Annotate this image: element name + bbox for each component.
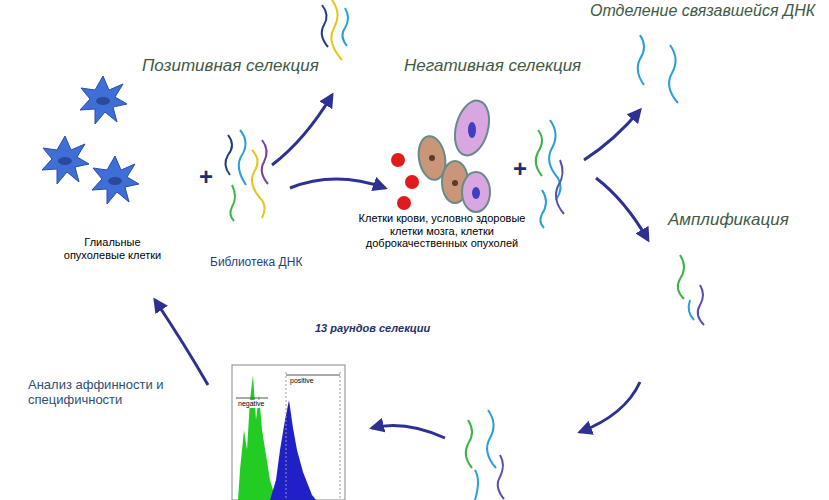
stage-title: Амплификация bbox=[668, 210, 818, 230]
cell-label: Глиальные опухолевые клетки bbox=[55, 236, 170, 261]
library-label: Библиотека ДНК bbox=[210, 256, 340, 270]
histogram bbox=[232, 365, 345, 500]
dna-strands bbox=[466, 410, 504, 500]
stage-title: Отделение связавшейся ДНК bbox=[590, 2, 826, 20]
stage-title: Негативная селекция bbox=[404, 56, 604, 76]
dna-library bbox=[225, 130, 268, 221]
dna-strands bbox=[322, 0, 348, 60]
gate-label: positive bbox=[289, 377, 315, 385]
plus-sign: + bbox=[508, 155, 532, 183]
stage-title: Анализ аффинности и специфичности bbox=[28, 378, 178, 408]
cell-label: Клетки крови, условно здоровые клетки мо… bbox=[352, 212, 532, 250]
gate-label: negative bbox=[237, 400, 265, 408]
tumour-cell bbox=[92, 156, 139, 204]
dna-strands bbox=[536, 120, 564, 228]
cycle-arrow bbox=[155, 95, 648, 438]
dna-strands bbox=[678, 255, 704, 325]
dna-strands bbox=[638, 35, 678, 103]
cycle-note: 13 раундов селекции bbox=[315, 322, 485, 335]
stage-title: Позитивная селекция bbox=[142, 56, 332, 76]
tumour-cell bbox=[80, 76, 127, 124]
normal-cells bbox=[391, 97, 495, 212]
tumour-cell bbox=[42, 136, 89, 184]
plus-sign: + bbox=[194, 163, 218, 191]
